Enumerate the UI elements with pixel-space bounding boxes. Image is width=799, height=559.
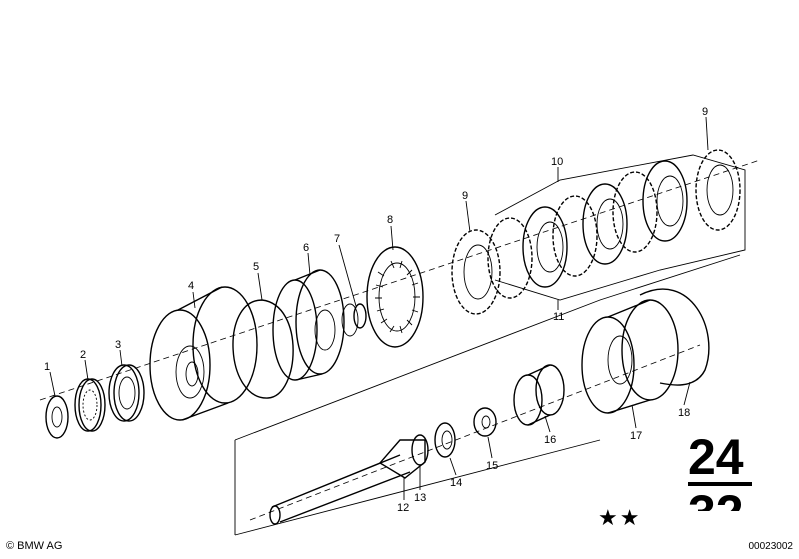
callout-12: 12 [397,502,409,514]
callout-15: 15 [486,460,498,472]
callout-2: 2 [80,349,86,361]
callout-16: 16 [544,434,556,446]
upper-axis-line [39,159,761,401]
part-9-clutch-disc-left[interactable] [451,229,501,315]
callout-9-left: 9 [462,190,468,202]
lower-frame-top [234,254,741,441]
part-18-snap-ring[interactable] [639,288,710,386]
callout-10: 10 [551,156,563,168]
part-4-drum[interactable] [149,286,258,421]
part-6-piston[interactable] [272,269,359,381]
part-7-ring[interactable] [353,303,367,329]
lower-frame-bottom [234,439,601,536]
callout-14: 14 [450,477,462,489]
part-9-clutch-disc-right[interactable] [695,149,741,231]
callout-17: 17 [630,430,642,442]
callout-6: 6 [303,242,309,254]
callout-7: 7 [334,233,340,245]
group-major-number: 24 [688,429,744,485]
callout-18: 18 [678,407,690,419]
part-1-washer[interactable] [45,395,69,439]
callout-5: 5 [253,261,259,273]
part-17-drum[interactable] [581,299,679,414]
part-13-ring[interactable] [411,434,429,466]
copyright-text: © BMW AG [6,540,63,552]
stars-mark: ★★ [598,505,642,530]
callout-4: 4 [188,280,194,292]
part-5-snap-ring[interactable] [232,299,294,399]
part-8-spring-plate[interactable] [366,246,424,348]
callout-1: 1 [44,361,50,373]
leader-lines [49,116,709,500]
group-minor-number: 32 [688,485,744,541]
callout-3: 3 [115,339,121,351]
clutch-pack-10-11[interactable] [487,154,746,301]
part-12-shaft[interactable] [269,439,426,525]
part-15-washer[interactable] [473,407,497,437]
callout-11: 11 [553,311,564,323]
part-14-nut[interactable] [434,422,456,458]
document-number: 00023002 [748,541,794,552]
part-16-hub[interactable] [513,364,565,426]
part-3-thrust-washer[interactable] [108,364,145,422]
callout-9-right: 9 [702,106,708,118]
callout-8: 8 [387,214,393,226]
callout-13: 13 [414,492,426,504]
